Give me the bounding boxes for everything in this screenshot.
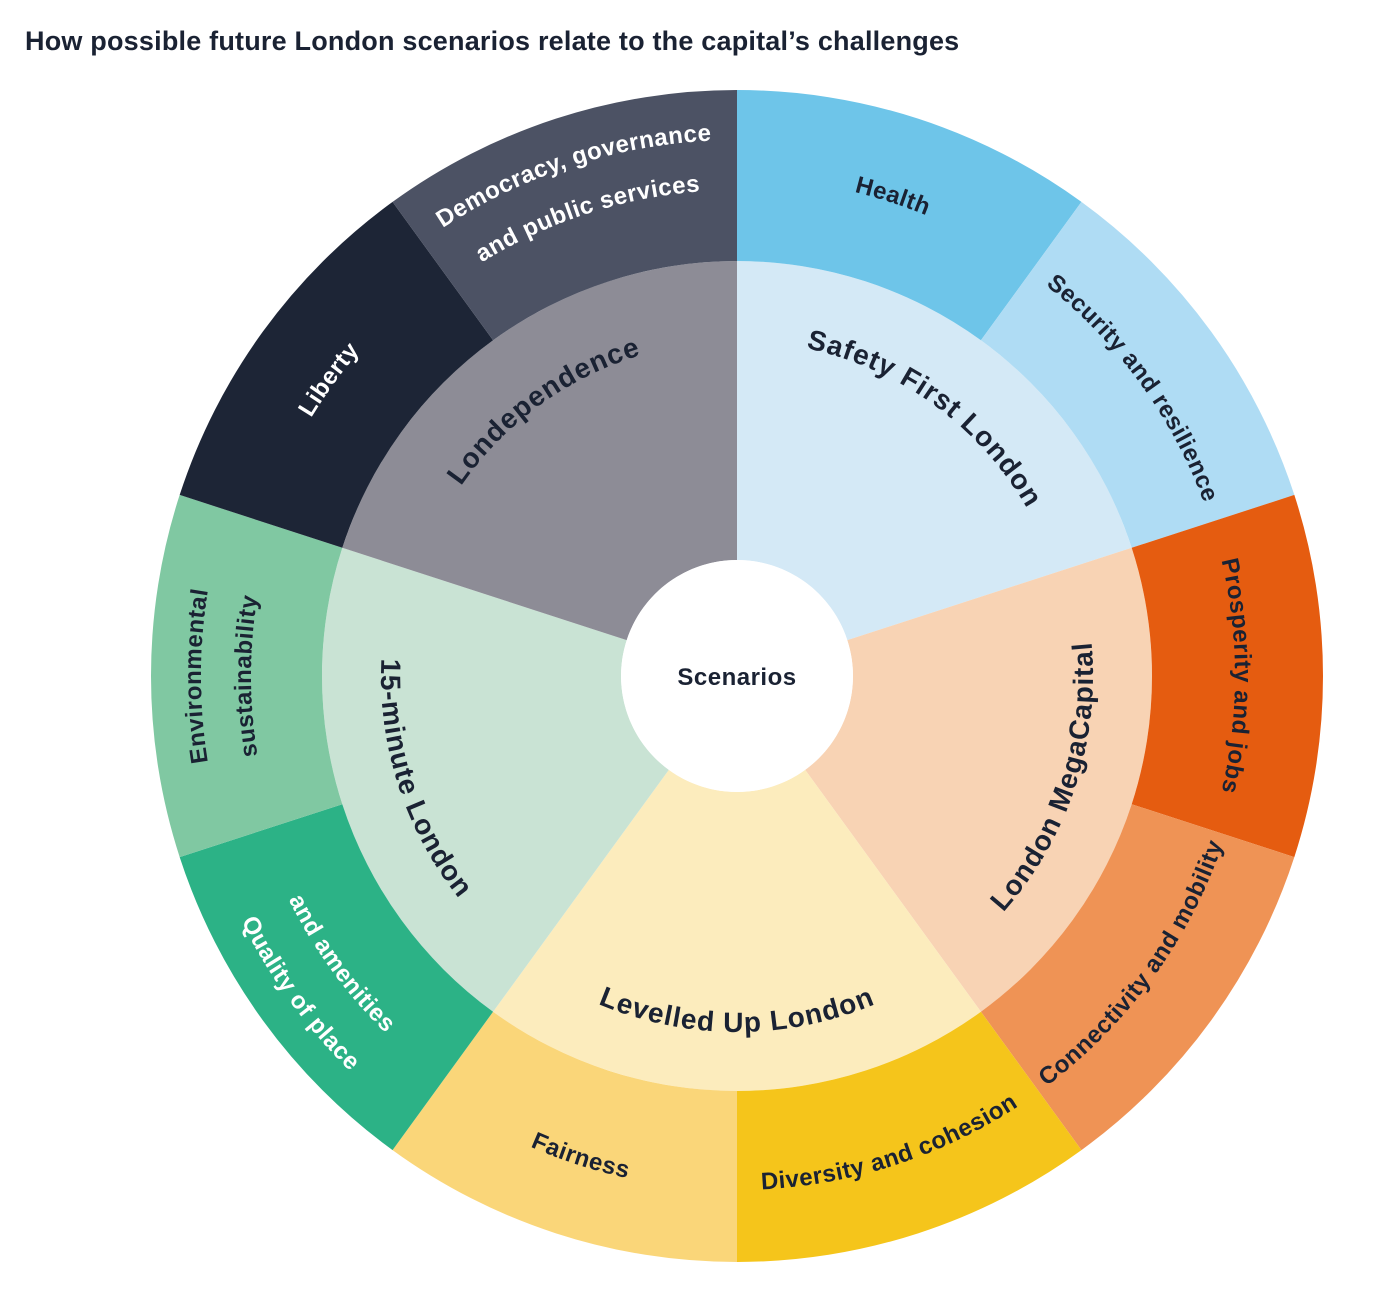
- challenge-sector-prosperity-and-jobs: [1131, 494, 1323, 858]
- challenge-sector-security-and-resilience: [980, 201, 1295, 548]
- scenario-sector-15-minute-london: [321, 547, 669, 1012]
- challenge-sector-connectivity-and-mobility: [980, 804, 1295, 1151]
- scenario-sector-safety-first-london: [737, 261, 1132, 641]
- center-label: Scenarios: [677, 664, 796, 691]
- center-circle: [621, 560, 853, 792]
- scenario-sector-londependence: [342, 261, 737, 641]
- challenge-sector-diversity-and-cohesion: [737, 1011, 1082, 1262]
- challenge-sector-environmental-sustainability: [151, 494, 343, 858]
- challenge-sector-democracy-governance-and-public-services: [392, 90, 737, 341]
- challenge-sector-health: [737, 90, 1082, 341]
- page-title: How possible future London scenarios rel…: [25, 26, 960, 56]
- challenge-sector-liberty: [179, 201, 494, 548]
- challenge-sector-fairness: [392, 1011, 737, 1262]
- scenario-sector-london-megacapital: [805, 547, 1152, 1012]
- scenario-sector-levelled-up-london: [493, 769, 981, 1091]
- challenge-sector-quality-of-place-and-amenities: [179, 804, 494, 1151]
